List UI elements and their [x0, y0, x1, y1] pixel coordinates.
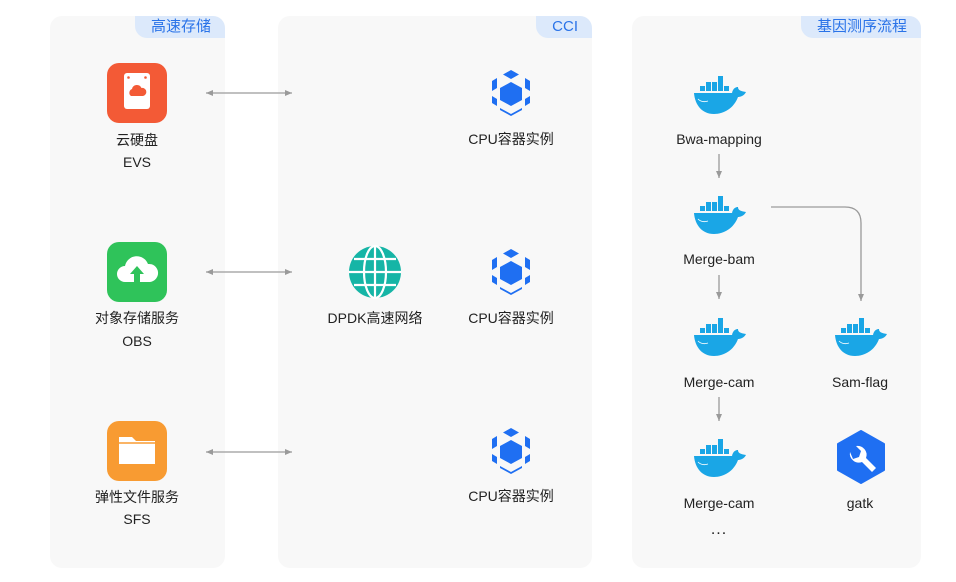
container-cube-icon [488, 427, 534, 475]
storage-name: 云硬盘 [116, 132, 158, 148]
globe-icon [348, 244, 402, 300]
storage-name: 对象存储服务 [95, 310, 179, 326]
docker-icon [692, 435, 748, 479]
docker-icon [833, 314, 889, 358]
storage-abbr: EVS [122, 154, 152, 170]
pipeline-panel-title: 基因测序流程 [800, 16, 921, 38]
storage-abbr: OBS [122, 333, 152, 349]
cloud-upload-icon [107, 242, 167, 302]
container-cube-icon [488, 248, 534, 296]
pipeline-step-label: Merge-cam [683, 495, 755, 511]
cci-panel: CCI [278, 16, 592, 568]
cci-instance-label: CPU容器实例 [468, 131, 554, 147]
storage-panel-title: 高速存储 [134, 16, 225, 38]
network-label: DPDK高速网络 [327, 310, 423, 326]
pipeline-step-label: Bwa-mapping [676, 131, 762, 147]
flow-arrow-branch [771, 206, 864, 301]
pipeline-step-label: Sam-flag [831, 374, 889, 390]
pipeline-step-label: Merge-bam [683, 251, 755, 267]
container-cube-icon [488, 69, 534, 117]
cci-panel-title: CCI [536, 16, 592, 38]
pipeline-step-label: Merge-cam [683, 374, 755, 390]
wrench-hexagon-icon [836, 430, 886, 484]
storage-abbr: SFS [123, 511, 151, 527]
cloud-disk-icon [107, 63, 167, 123]
cci-instance-label: CPU容器实例 [468, 310, 554, 326]
pipeline-ellipsis: ... [710, 521, 728, 538]
docker-icon [692, 192, 748, 236]
pipeline-step-label: gatk [846, 495, 874, 511]
docker-icon [692, 314, 748, 358]
storage-name: 弹性文件服务 [95, 489, 179, 505]
docker-icon [692, 72, 748, 116]
folder-icon [107, 421, 167, 481]
cci-instance-label: CPU容器实例 [468, 488, 554, 504]
